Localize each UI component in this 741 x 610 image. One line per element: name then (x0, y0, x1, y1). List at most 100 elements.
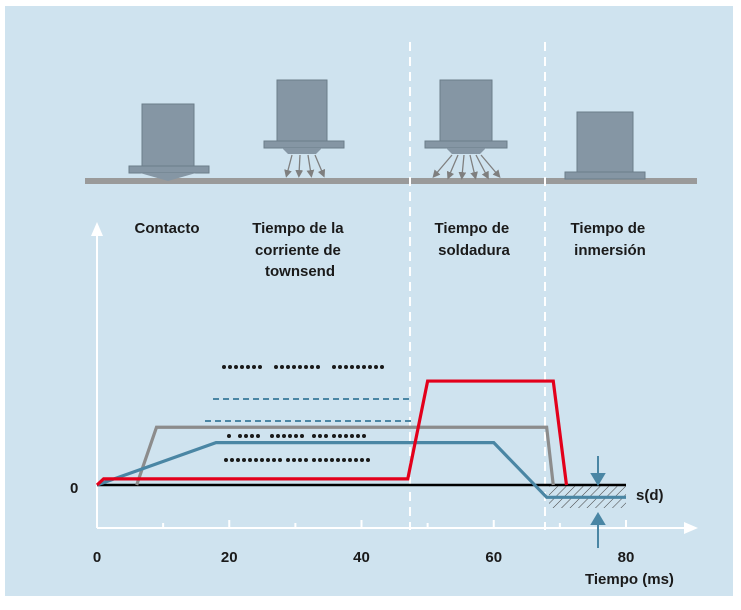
dot (270, 434, 274, 438)
dot (272, 458, 276, 462)
sd-label: s(d) (636, 487, 664, 504)
dot (242, 458, 246, 462)
dot (360, 458, 364, 462)
dot (350, 434, 354, 438)
dot (230, 458, 234, 462)
dot (298, 458, 302, 462)
y-axis-arrow (91, 222, 103, 236)
dot (336, 458, 340, 462)
x-tick-marks (96, 520, 627, 528)
dot (310, 365, 314, 369)
dot (338, 365, 342, 369)
dot (286, 365, 290, 369)
stud-contact (128, 103, 210, 181)
dot (227, 434, 231, 438)
dot-row (227, 434, 366, 438)
stud-body (141, 103, 195, 169)
dot (324, 458, 328, 462)
dot (238, 434, 242, 438)
stud-flange (263, 140, 345, 149)
dot (236, 458, 240, 462)
dot (362, 365, 366, 369)
dot (332, 434, 336, 438)
dot (294, 434, 298, 438)
workpiece-plate (85, 178, 697, 184)
stud-flange (424, 140, 508, 149)
stud-immersion (564, 111, 646, 180)
phase-label-weld: Tiempo de soldadura (435, 220, 514, 259)
dot (292, 458, 296, 462)
stud-townsend (263, 79, 345, 178)
stud-tip (282, 148, 322, 154)
x-tick-label: 0 (93, 549, 101, 566)
phase-label-townsend: Tiempo de la corriente de townsend (252, 220, 348, 280)
dot (274, 365, 278, 369)
dot (312, 434, 316, 438)
dot (254, 458, 258, 462)
dot (248, 458, 252, 462)
dot-row (222, 365, 384, 369)
stud-welding (424, 79, 508, 180)
dot (342, 458, 346, 462)
dot (350, 365, 354, 369)
stud-body (439, 79, 493, 143)
dot (298, 365, 302, 369)
dot (380, 365, 384, 369)
dot (266, 458, 270, 462)
dotted-markers (222, 365, 384, 462)
y-zero-label: 0 (70, 480, 78, 497)
stud-tip (446, 148, 486, 154)
dot (316, 365, 320, 369)
stud-flange (564, 171, 646, 180)
dot (338, 434, 342, 438)
dot (344, 365, 348, 369)
phase-label-contact: Contacto (135, 220, 200, 237)
dot (332, 365, 336, 369)
dot (252, 365, 256, 369)
dot-row (224, 458, 370, 462)
dot (228, 365, 232, 369)
townsend-discharge-arrows (284, 154, 326, 178)
dot (324, 434, 328, 438)
dot (276, 434, 280, 438)
dot (362, 434, 366, 438)
dot (246, 365, 250, 369)
curve-gray (135, 425, 555, 486)
illustration-row (85, 79, 697, 184)
dot (292, 365, 296, 369)
dot (258, 365, 262, 369)
x-tick-label: 80 (618, 549, 635, 566)
dot (318, 458, 322, 462)
dot (250, 434, 254, 438)
dot (374, 365, 378, 369)
stud-flange (128, 165, 210, 174)
curves (95, 379, 626, 499)
x-tick-label: 60 (485, 549, 502, 566)
phase-label-immersion: Tiempo de inmersión (571, 220, 650, 259)
dot (222, 365, 226, 369)
dot (282, 434, 286, 438)
x-axis-label: Tiempo (ms) (585, 571, 674, 588)
dot (344, 434, 348, 438)
stud-body (576, 111, 634, 175)
curve-blue (96, 441, 626, 499)
sd-arrow-bottom-head (590, 512, 606, 525)
dot (224, 458, 228, 462)
dot (366, 458, 370, 462)
dot (356, 365, 360, 369)
curve-red (95, 379, 569, 487)
dot (260, 458, 264, 462)
dot (354, 458, 358, 462)
x-axis-arrow (684, 522, 698, 534)
dot (318, 434, 322, 438)
dot (300, 434, 304, 438)
stud-tip (140, 173, 196, 181)
dot (288, 434, 292, 438)
sd-indicator (590, 456, 606, 548)
dot (280, 365, 284, 369)
sd-arrow-top-head (590, 473, 606, 486)
